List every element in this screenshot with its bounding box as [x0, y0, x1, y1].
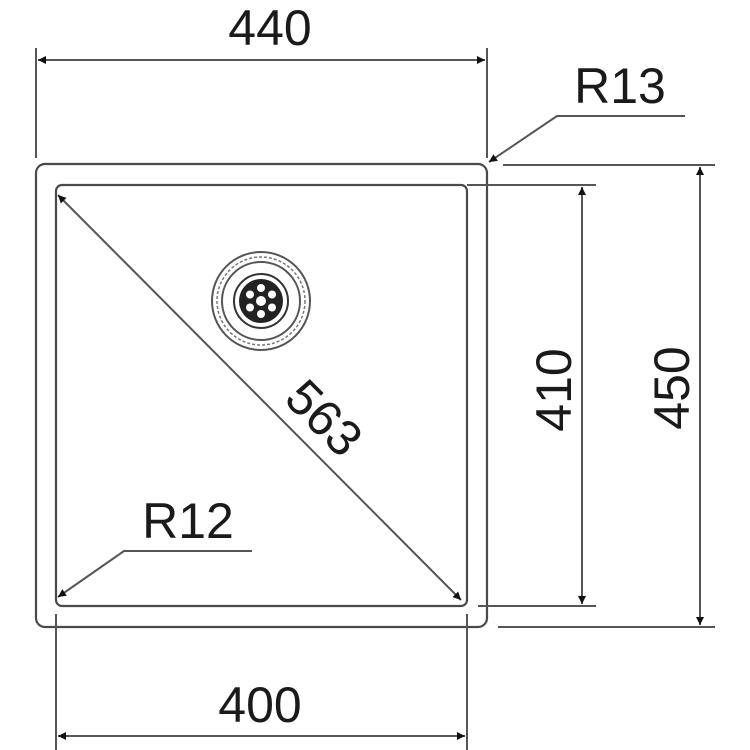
dimension-overall-depth: 450 [498, 164, 715, 628]
radius-inner-callout: R12 [57, 493, 252, 598]
outer-radius-label: R13 [574, 58, 666, 114]
radius-outer-callout: R13 [488, 58, 685, 163]
outer-outline [34, 162, 489, 629]
bowl-outline [54, 183, 469, 608]
overall-depth-label: 450 [644, 346, 700, 429]
overall-width-label: 440 [228, 0, 311, 56]
bowl-depth-label: 410 [526, 348, 582, 431]
drain-icon [211, 251, 311, 351]
dimension-bowl-width: 400 [55, 614, 468, 750]
inner-radius-label: R12 [142, 493, 234, 549]
dimension-overall-width: 440 [35, 0, 488, 158]
dimension-diagonal: 563 [57, 194, 462, 601]
dimension-bowl-depth: 410 [467, 184, 596, 607]
diagonal-label: 563 [275, 369, 374, 468]
bowl-width-label: 400 [218, 677, 301, 733]
